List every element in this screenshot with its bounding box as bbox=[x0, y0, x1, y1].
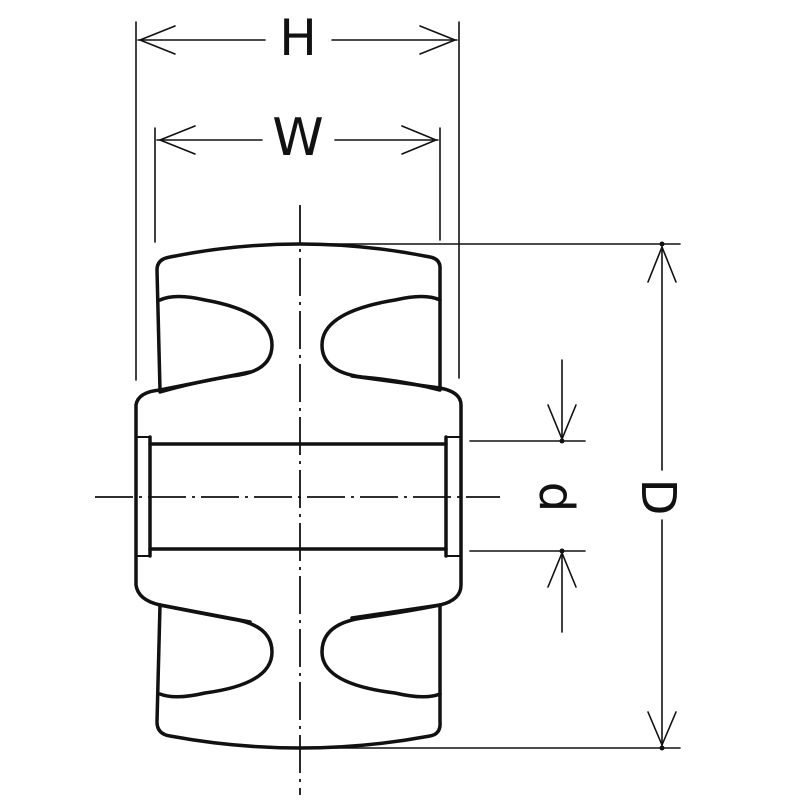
recess-top-left bbox=[158, 294, 274, 394]
extension-lines bbox=[135, 21, 681, 749]
dimension-label-d-bore: d bbox=[528, 482, 584, 512]
recess-bottom-left bbox=[158, 603, 274, 699]
dimension-label-w: W bbox=[272, 108, 323, 168]
dimension-d-bore bbox=[547, 359, 577, 633]
dimension-label-h: H bbox=[279, 9, 317, 67]
dimension-d-outer bbox=[647, 241, 677, 751]
hub-outline bbox=[134, 386, 463, 607]
dimension-h bbox=[137, 25, 458, 55]
recess-bottom-right bbox=[320, 603, 442, 699]
tread-top-outline bbox=[155, 242, 442, 392]
dimension-label-d-outer: D bbox=[630, 479, 686, 516]
recess-top-right bbox=[320, 294, 442, 392]
dimension-w bbox=[156, 125, 439, 155]
wheel-body bbox=[134, 242, 463, 750]
tread-bottom-outline bbox=[155, 603, 442, 750]
